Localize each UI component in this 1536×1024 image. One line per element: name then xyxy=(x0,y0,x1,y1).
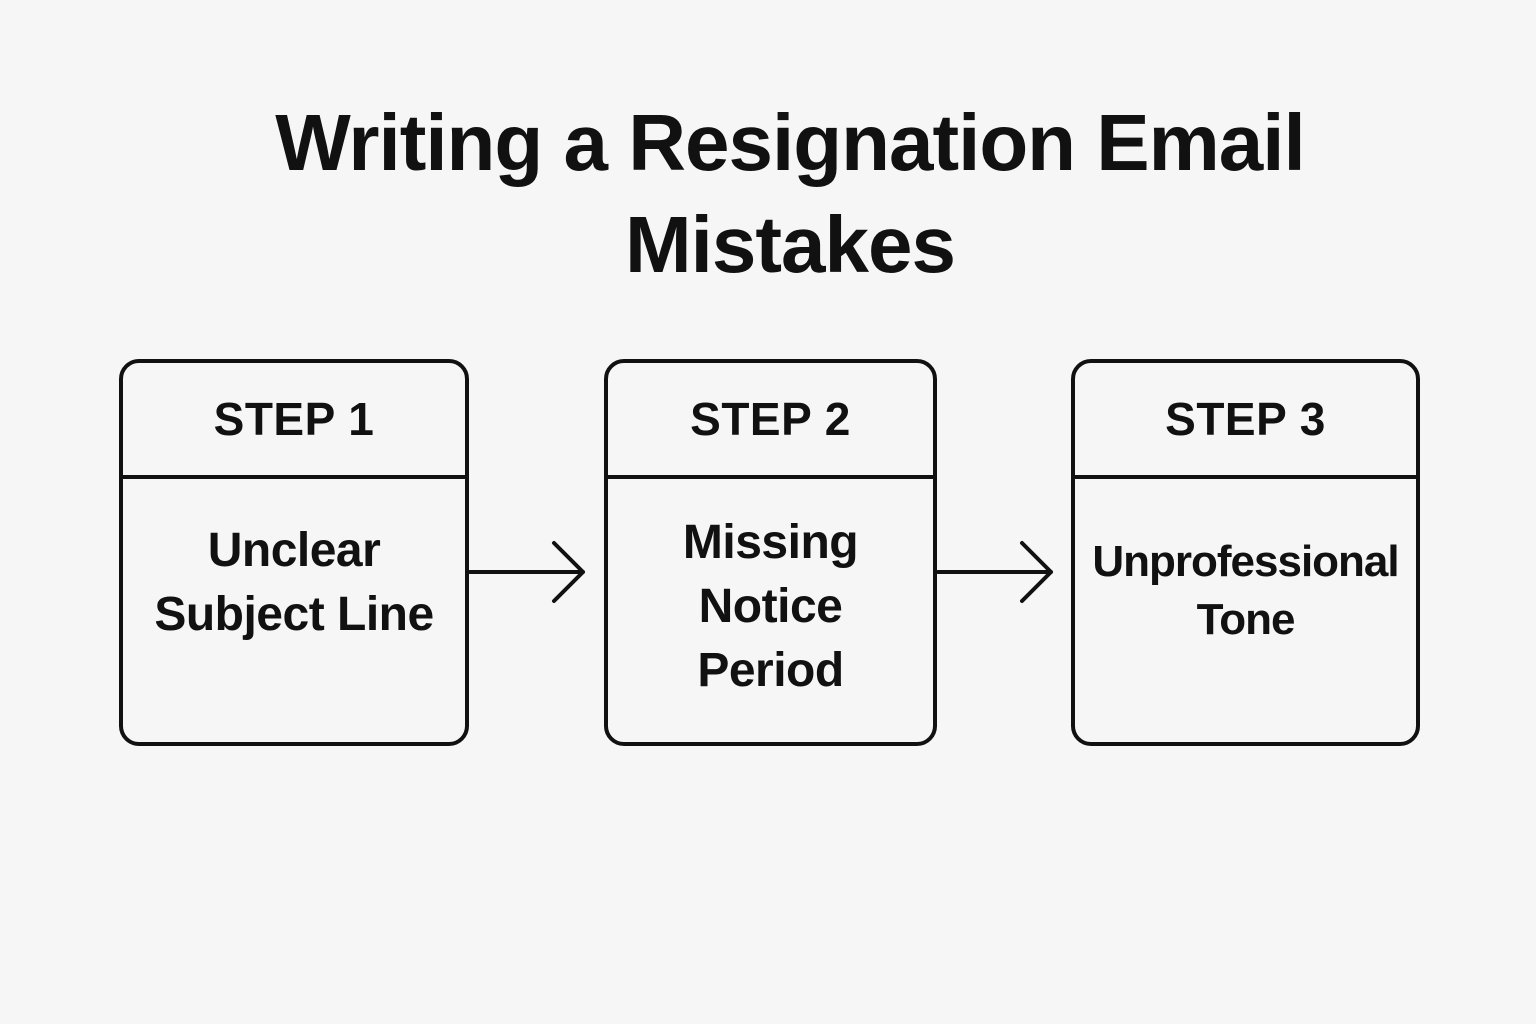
step-1-text: Unclear Subject Line xyxy=(154,519,434,647)
step-2-box: STEP 2 Missing Notice Period xyxy=(604,359,937,746)
step-1-body: Unclear Subject Line xyxy=(123,479,465,742)
step-3-box: STEP 3 Unprofessional Tone xyxy=(1071,359,1420,746)
arrow-right-icon xyxy=(468,541,585,603)
step-1-box: STEP 1 Unclear Subject Line xyxy=(119,359,469,746)
step-3-label: STEP 3 xyxy=(1075,363,1416,479)
step-1-label: STEP 1 xyxy=(123,363,465,479)
step-3-body: Unprofessional Tone xyxy=(1075,479,1416,742)
step-1-text-line: Subject Line xyxy=(154,587,434,641)
step-1-text-line: Unclear xyxy=(207,523,381,577)
step-2-text-line: Period xyxy=(697,643,844,697)
diagram-title: Writing a Resignation Email Mistakes xyxy=(0,92,1536,296)
step-2-body: Missing Notice Period xyxy=(608,479,933,742)
title-line-1: Writing a Resignation Email xyxy=(275,98,1305,187)
step-2-text-line: Missing xyxy=(682,515,859,569)
step-3-text-line: Unprofessional xyxy=(1092,536,1399,586)
step-3-text-line: Tone xyxy=(1196,594,1296,644)
step-2-text: Missing Notice Period xyxy=(682,511,859,703)
arrow-right-icon xyxy=(936,541,1053,603)
step-3-text: Unprofessional Tone xyxy=(1092,533,1399,649)
step-2-label: STEP 2 xyxy=(608,363,933,479)
title-line-2: Mistakes xyxy=(625,200,956,289)
step-2-text-line: Notice xyxy=(698,579,843,633)
